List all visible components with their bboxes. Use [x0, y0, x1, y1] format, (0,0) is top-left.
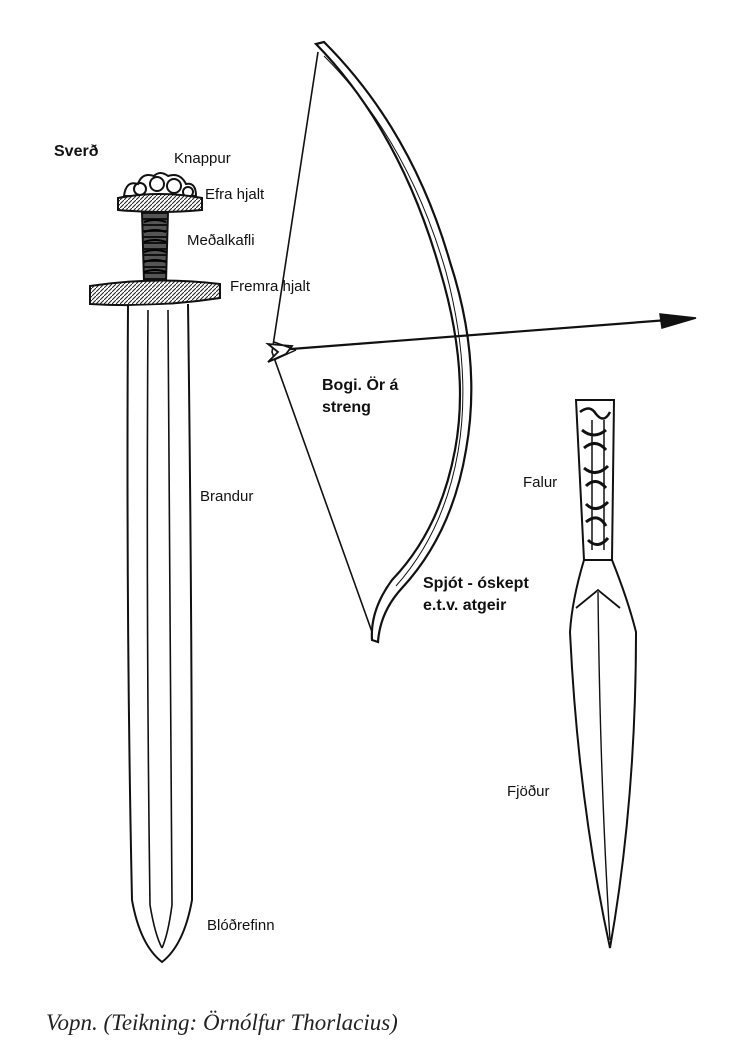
label-fjodur: Fjöður [507, 783, 550, 800]
sword-grip [140, 211, 170, 283]
spear-socket [574, 399, 616, 561]
label-efra-hjalt: Efra hjalt [205, 186, 265, 203]
bow-limb [313, 40, 473, 644]
spear [568, 399, 638, 949]
label-knappur: Knappur [174, 150, 231, 167]
spear-title-line1: Spjót - óskept [423, 575, 529, 592]
label-blodrefinn: Blóðrefinn [207, 917, 275, 934]
spear-blade [568, 559, 638, 949]
figure-caption: Vopn. (Teikning: Örnólfur Thorlacius) [46, 1010, 398, 1035]
sword-lower-guard [89, 279, 221, 307]
spear-title-line2: e.t.v. atgeir [423, 597, 507, 614]
sword-blade [126, 303, 194, 964]
sword-title: Sverð [54, 143, 99, 160]
bow-title-line1: Bogi. Ör á [322, 377, 399, 394]
label-falur: Falur [523, 474, 558, 491]
sword-upper-guard [117, 193, 203, 213]
bow [265, 40, 697, 644]
sword-pommel [122, 172, 198, 198]
label-brandur: Brandur [200, 488, 254, 505]
label-fremra-hjalt: Fremra hjalt [230, 278, 311, 295]
bow-title-line2: streng [322, 399, 371, 416]
sword [89, 172, 221, 964]
bow-string [271, 51, 373, 633]
arrow [265, 313, 697, 363]
label-medalkafli: Meðalkafli [187, 232, 255, 249]
